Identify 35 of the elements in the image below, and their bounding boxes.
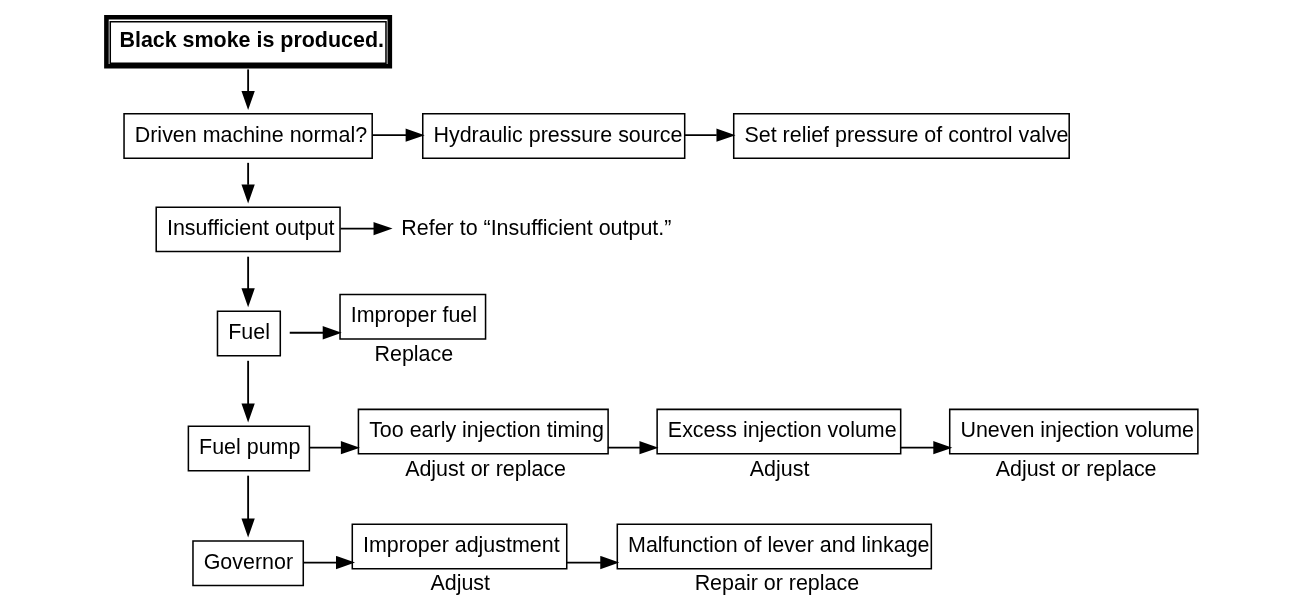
node-box: Hydraulic pressure source [422,112,686,159]
arrow [241,161,255,204]
node-label: Adjust [430,571,491,596]
node-box: Driven machine normal? [123,112,373,159]
node-label: Repair or replace [694,571,860,596]
node-box: Set relief pressure of control valve [732,112,1070,159]
node-box: Black smoke is produced. [104,14,393,69]
arrow [241,255,255,308]
arrow [899,441,953,455]
arrow [606,441,659,455]
node-label: Adjust or replace [995,456,1157,481]
node-box: Improper adjustment [351,523,568,570]
arrow [288,326,342,340]
arrow [302,555,355,570]
arrow [241,68,255,111]
arrow [308,441,360,455]
node-box: Fuel pump [187,425,311,472]
arrow [339,221,393,236]
arrow [241,474,255,538]
node-box: Too early injection timing [357,408,609,455]
node-text: Refer to “Insufficient output.” [401,216,672,241]
node-label: Adjust or replace [405,456,567,481]
node-label: Replace [374,341,454,366]
arrow [371,128,425,142]
arrow [565,555,620,570]
node-box: Improper fuel [339,293,487,340]
node-box: Governor [192,540,305,587]
node-label: Adjust [749,456,810,481]
node-box: Fuel [216,310,282,357]
node-box: Excess injection volume [656,408,902,455]
node-box: Uneven injection volume [948,408,1199,455]
node-box: Malfunction of lever and linkage [616,523,933,570]
arrow [683,128,736,142]
node-box: Insufficient output [155,206,341,253]
arrow [241,359,255,423]
